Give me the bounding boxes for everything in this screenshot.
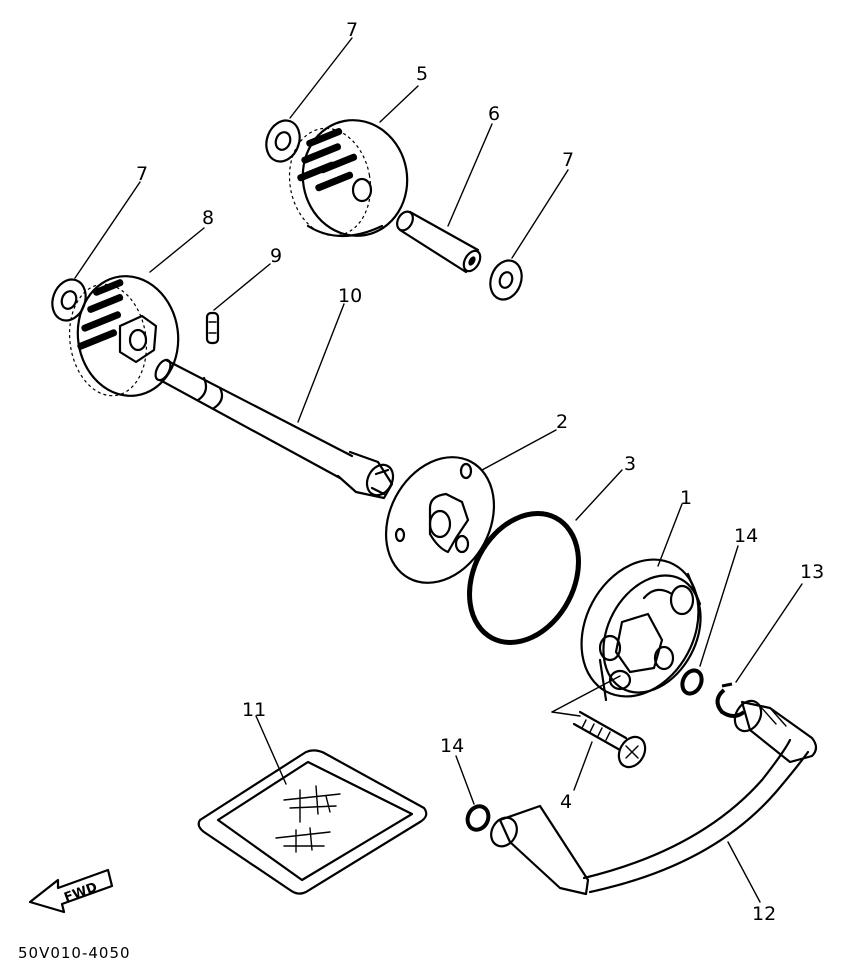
- part-6-shaft: [396, 210, 482, 274]
- callout-11: 11: [242, 699, 266, 721]
- leader-12: [727, 841, 761, 903]
- callout-13: 13: [800, 561, 824, 583]
- part-4-screw: [551, 675, 647, 769]
- callout-3: 3: [624, 453, 636, 475]
- part-10-shaft: [154, 358, 395, 500]
- callout-5: 5: [416, 63, 428, 85]
- callout-7-top: 7: [346, 19, 358, 41]
- leader-5: [379, 85, 419, 123]
- part-1-housing: [580, 558, 702, 702]
- part-12-pipe: [490, 699, 818, 896]
- callout-14-upper: 14: [734, 525, 758, 547]
- part-13-circlip: [715, 682, 746, 718]
- leader-14-lower: [455, 755, 475, 805]
- part-7-washer-left: [51, 278, 87, 322]
- callout-2: 2: [556, 411, 568, 433]
- leader-13: [735, 583, 803, 683]
- callout-7-right: 7: [562, 149, 574, 171]
- leader-9: [213, 263, 271, 311]
- leader-8: [149, 227, 205, 273]
- part-3-o-ring: [467, 511, 581, 645]
- part-14-o-ring-lower: [465, 804, 491, 832]
- leader-1: [657, 503, 683, 567]
- callout-6: 6: [488, 103, 500, 125]
- callout-8: 8: [202, 207, 214, 229]
- callout-12: 12: [752, 903, 776, 925]
- part-2-cover-plate: [384, 456, 496, 584]
- part-7-washer-top: [265, 119, 301, 163]
- fwd-arrow-icon: FWD: [28, 868, 114, 914]
- part-7-washer-right: [489, 259, 523, 301]
- leader-7-left: [74, 181, 141, 279]
- leader-14-upper: [699, 545, 739, 667]
- callout-9: 9: [270, 245, 282, 267]
- part-9-pin: [205, 311, 220, 345]
- figure-code: 50V010-4050: [18, 944, 131, 962]
- leader-7-top: [289, 37, 353, 119]
- leader-7-right: [511, 169, 569, 259]
- leader-3: [575, 469, 623, 521]
- callout-10: 10: [338, 285, 362, 307]
- part-8-gear: [68, 275, 180, 397]
- leader-4: [573, 741, 593, 791]
- leader-2: [481, 429, 557, 471]
- callout-7-left: 7: [136, 163, 148, 185]
- leader-11: [255, 715, 287, 785]
- part-5-gear: [288, 119, 409, 237]
- callout-4: 4: [560, 791, 572, 813]
- part-14-o-ring-upper: [680, 668, 704, 696]
- leader-10: [297, 303, 345, 423]
- leader-6: [447, 123, 493, 227]
- part-11-strainer: [197, 749, 428, 895]
- callout-1: 1: [680, 487, 692, 509]
- callout-14-lower: 14: [440, 735, 464, 757]
